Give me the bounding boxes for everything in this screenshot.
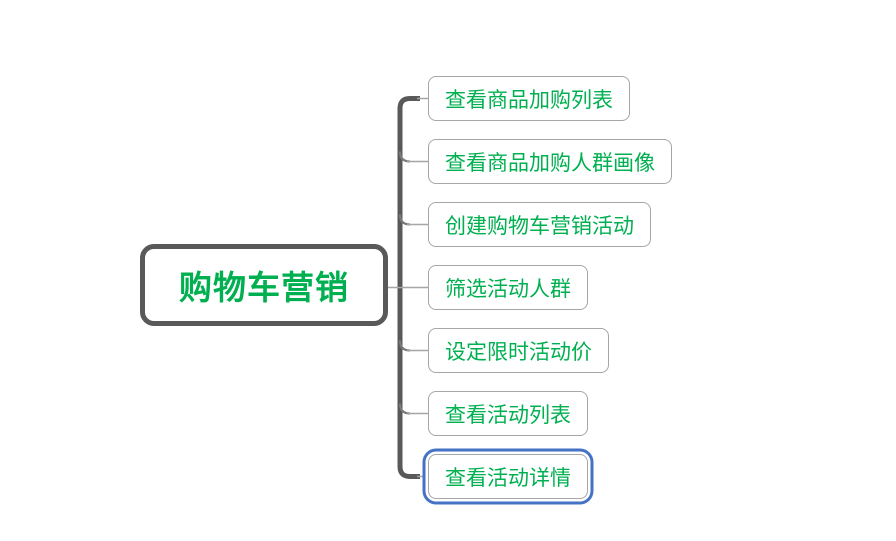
topic-label: 创建购物车营销活动 [445, 213, 634, 238]
topic-create-cart-campaign[interactable]: 创建购物车营销活动 [428, 202, 651, 247]
root-topic-cart-marketing[interactable]: 购物车营销 [140, 244, 388, 326]
root-topic-label: 购物车营销 [179, 268, 349, 307]
topic-label: 筛选活动人群 [445, 276, 571, 301]
topic-label: 查看商品加购人群画像 [445, 150, 655, 175]
topic-view-campaign-details[interactable]: 查看活动详情 [428, 454, 588, 499]
topic-set-limited-time-price[interactable]: 设定限时活动价 [428, 328, 609, 373]
topic-view-product-cart-personas[interactable]: 查看商品加购人群画像 [428, 139, 672, 184]
topic-view-campaign-list[interactable]: 查看活动列表 [428, 391, 588, 436]
topic-label: 查看商品加购列表 [445, 87, 613, 112]
topic-label: 查看活动详情 [445, 465, 571, 490]
topic-view-product-cart-list[interactable]: 查看商品加购列表 [428, 76, 630, 121]
topic-filter-campaign-audience[interactable]: 筛选活动人群 [428, 265, 588, 310]
topic-label: 查看活动列表 [445, 402, 571, 427]
topic-label: 设定限时活动价 [445, 339, 592, 364]
